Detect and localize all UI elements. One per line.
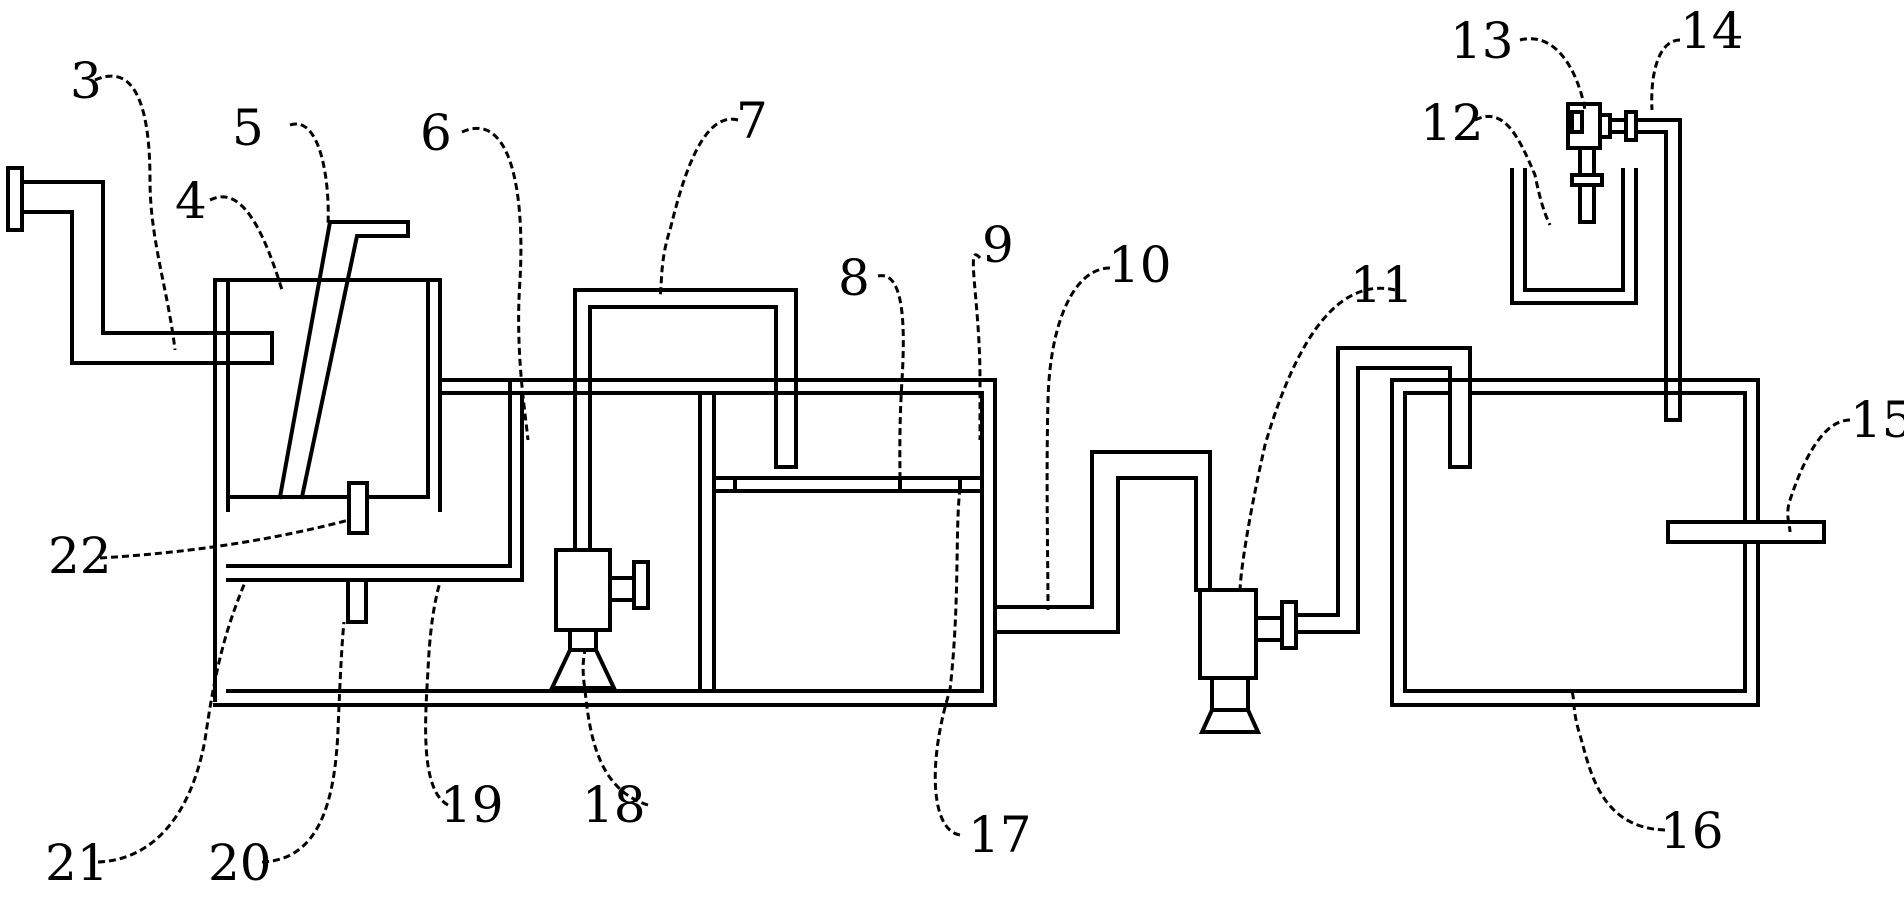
label-21: 21 [45,834,109,892]
label-13: 13 [1450,12,1514,70]
dosing-tank-12 [1510,168,1638,305]
label-10: 10 [1108,236,1172,294]
dosing-pump-13 [1566,102,1612,224]
pipe-19 [226,378,524,582]
label-22: 22 [48,527,112,585]
transfer-pipe-7 [573,288,798,552]
label-15: 15 [1850,391,1904,449]
label-17: 17 [968,806,1032,864]
outlet-20 [346,578,368,624]
label-14: 14 [1680,2,1744,60]
label-20: 20 [208,834,272,892]
stirrer-15 [1666,520,1826,544]
leader-lines [94,37,1851,864]
part-labels: 3 4 5 6 7 8 9 10 11 12 13 14 15 16 17 18… [45,2,1904,892]
pump-18 [548,548,650,690]
label-3: 3 [70,52,102,110]
label-12: 12 [1420,94,1484,152]
label-9: 9 [982,216,1014,274]
upper-tank [213,278,442,702]
label-4: 4 [175,172,207,230]
label-11: 11 [1350,256,1414,314]
label-5: 5 [232,99,264,157]
main-tank [213,378,997,707]
dosing-pipe-14 [1608,110,1682,422]
label-6: 6 [420,104,452,162]
label-18: 18 [582,776,646,834]
label-8: 8 [838,249,870,307]
label-19: 19 [440,776,504,834]
label-16: 16 [1660,802,1724,860]
connector-22 [347,481,369,535]
sloped-pipe-5 [277,219,410,500]
outlet-pipe-10 [993,450,1212,634]
pump-11 [1198,346,1472,734]
inlet-pipe [6,166,274,365]
label-7: 7 [736,92,768,150]
